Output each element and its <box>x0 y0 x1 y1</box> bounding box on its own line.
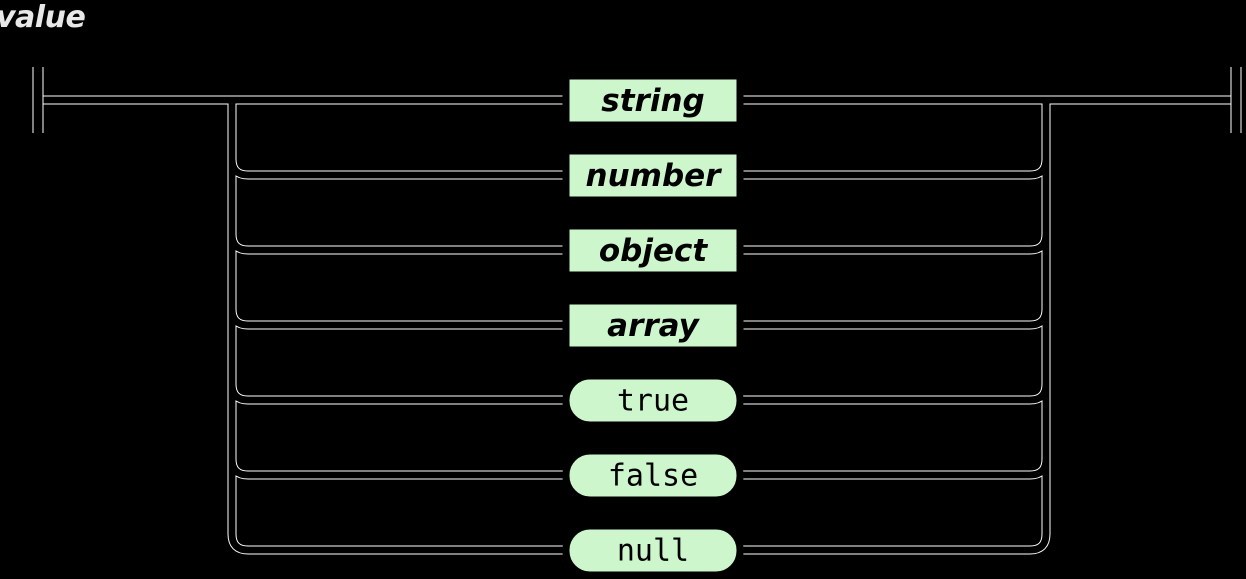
nonterminal-label-array: array <box>607 308 700 344</box>
alternative-false[interactable]: false <box>562 447 744 504</box>
page-title: value <box>0 0 86 35</box>
terminal-box-null[interactable] <box>562 522 744 579</box>
nonterminal-box-number[interactable] <box>562 147 744 204</box>
alternative-null[interactable]: null <box>562 522 744 579</box>
nonterminal-box-string[interactable] <box>562 72 744 129</box>
alternative-string[interactable]: string <box>562 72 744 129</box>
terminal-label-null: null <box>617 534 689 569</box>
nonterminal-label-object: object <box>599 233 709 269</box>
nonterminal-box-object[interactable] <box>562 222 744 279</box>
nonterminal-label-string: string <box>601 83 704 119</box>
alternative-true[interactable]: true <box>562 372 744 429</box>
terminal-label-false: false <box>608 459 698 494</box>
track-cores <box>38 96 1236 554</box>
nonterminal-label-number: number <box>586 158 723 194</box>
nonterminal-box-array[interactable] <box>562 297 744 354</box>
terminal-box-false[interactable] <box>562 447 744 504</box>
alternative-array[interactable]: array <box>562 297 744 354</box>
alternative-object[interactable]: object <box>562 222 744 279</box>
terminal-box-true[interactable] <box>562 372 744 429</box>
terminal-label-true: true <box>617 384 689 419</box>
alternative-number[interactable]: number <box>562 147 744 204</box>
